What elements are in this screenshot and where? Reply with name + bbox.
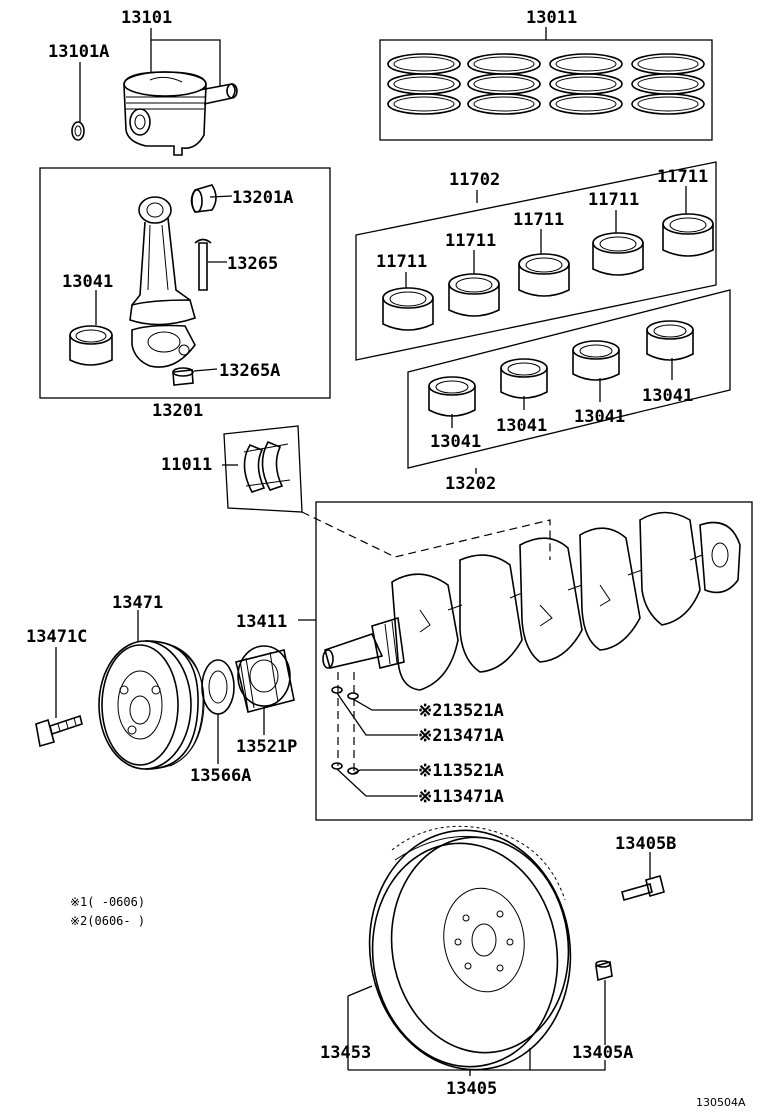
label-13101: 13101 [121, 8, 172, 28]
label-13041-rod: 13041 [62, 272, 113, 292]
label-13265: 13265 [227, 254, 278, 274]
label-11711-2: 11711 [445, 231, 496, 251]
piston-ring-sets [387, 53, 705, 115]
label-13566A: 13566A [190, 766, 251, 786]
label-13405: 13405 [446, 1079, 497, 1099]
label-11711-5: 11711 [657, 167, 708, 187]
diagram-code: 130504A [696, 1096, 746, 1109]
thrust-washer-illustration [243, 440, 291, 493]
label-13471A-2: ※213471A [418, 726, 504, 746]
label-13471C: 13471C [26, 627, 87, 647]
label-13521A-2: ※213521A [418, 701, 504, 721]
label-11711-1: 11711 [376, 252, 427, 272]
timing-sprocket [235, 645, 295, 713]
label-13202: 13202 [445, 474, 496, 494]
ring-set-box [379, 39, 713, 141]
label-13041-3: 13041 [574, 407, 625, 427]
flywheel-bolt [621, 875, 665, 901]
crankshaft-box [315, 501, 753, 821]
pulley-bolt [35, 714, 83, 748]
piston-leaders [79, 28, 221, 122]
piston-illustration [71, 71, 238, 156]
label-11702: 11702 [449, 170, 500, 190]
label-13265A: 13265A [219, 361, 280, 381]
oil-seal [201, 659, 235, 715]
label-13521A-1: ※113521A [418, 761, 504, 781]
label-13471A-1: ※113471A [418, 787, 504, 807]
label-13521P: 13521P [236, 737, 297, 757]
flywheel [368, 825, 572, 1071]
lower-bearing-box [407, 289, 731, 469]
upper-bearing-box [355, 161, 717, 361]
label-13041-1: 13041 [430, 432, 481, 452]
label-13041-2: 13041 [496, 416, 547, 436]
label-13405A: 13405A [572, 1043, 633, 1063]
label-11011: 11011 [161, 455, 212, 475]
note-1: ※1( -0606) [70, 895, 145, 909]
connecting-rod-bearing [69, 325, 113, 366]
label-13041-4: 13041 [642, 386, 693, 406]
flywheel-pin [595, 960, 613, 982]
dashed-reference [301, 511, 551, 560]
label-13201: 13201 [152, 401, 203, 421]
label-11711-4: 11711 [588, 190, 639, 210]
connecting-rod-box [39, 167, 331, 399]
label-13471: 13471 [112, 593, 163, 613]
label-11711-3: 11711 [513, 210, 564, 230]
label-13101A: 13101A [48, 42, 109, 62]
label-13011: 13011 [526, 8, 577, 28]
crankshaft-illustration [322, 511, 741, 691]
crankshaft-pulley [98, 640, 205, 770]
label-13201A: 13201A [232, 188, 293, 208]
note-2: ※2(0606- ) [70, 914, 145, 928]
label-13453: 13453 [320, 1043, 371, 1063]
label-13405B: 13405B [615, 834, 676, 854]
connecting-rod-illustration [129, 184, 217, 386]
label-13411: 13411 [236, 612, 287, 632]
upper-main-bearings [382, 213, 714, 331]
